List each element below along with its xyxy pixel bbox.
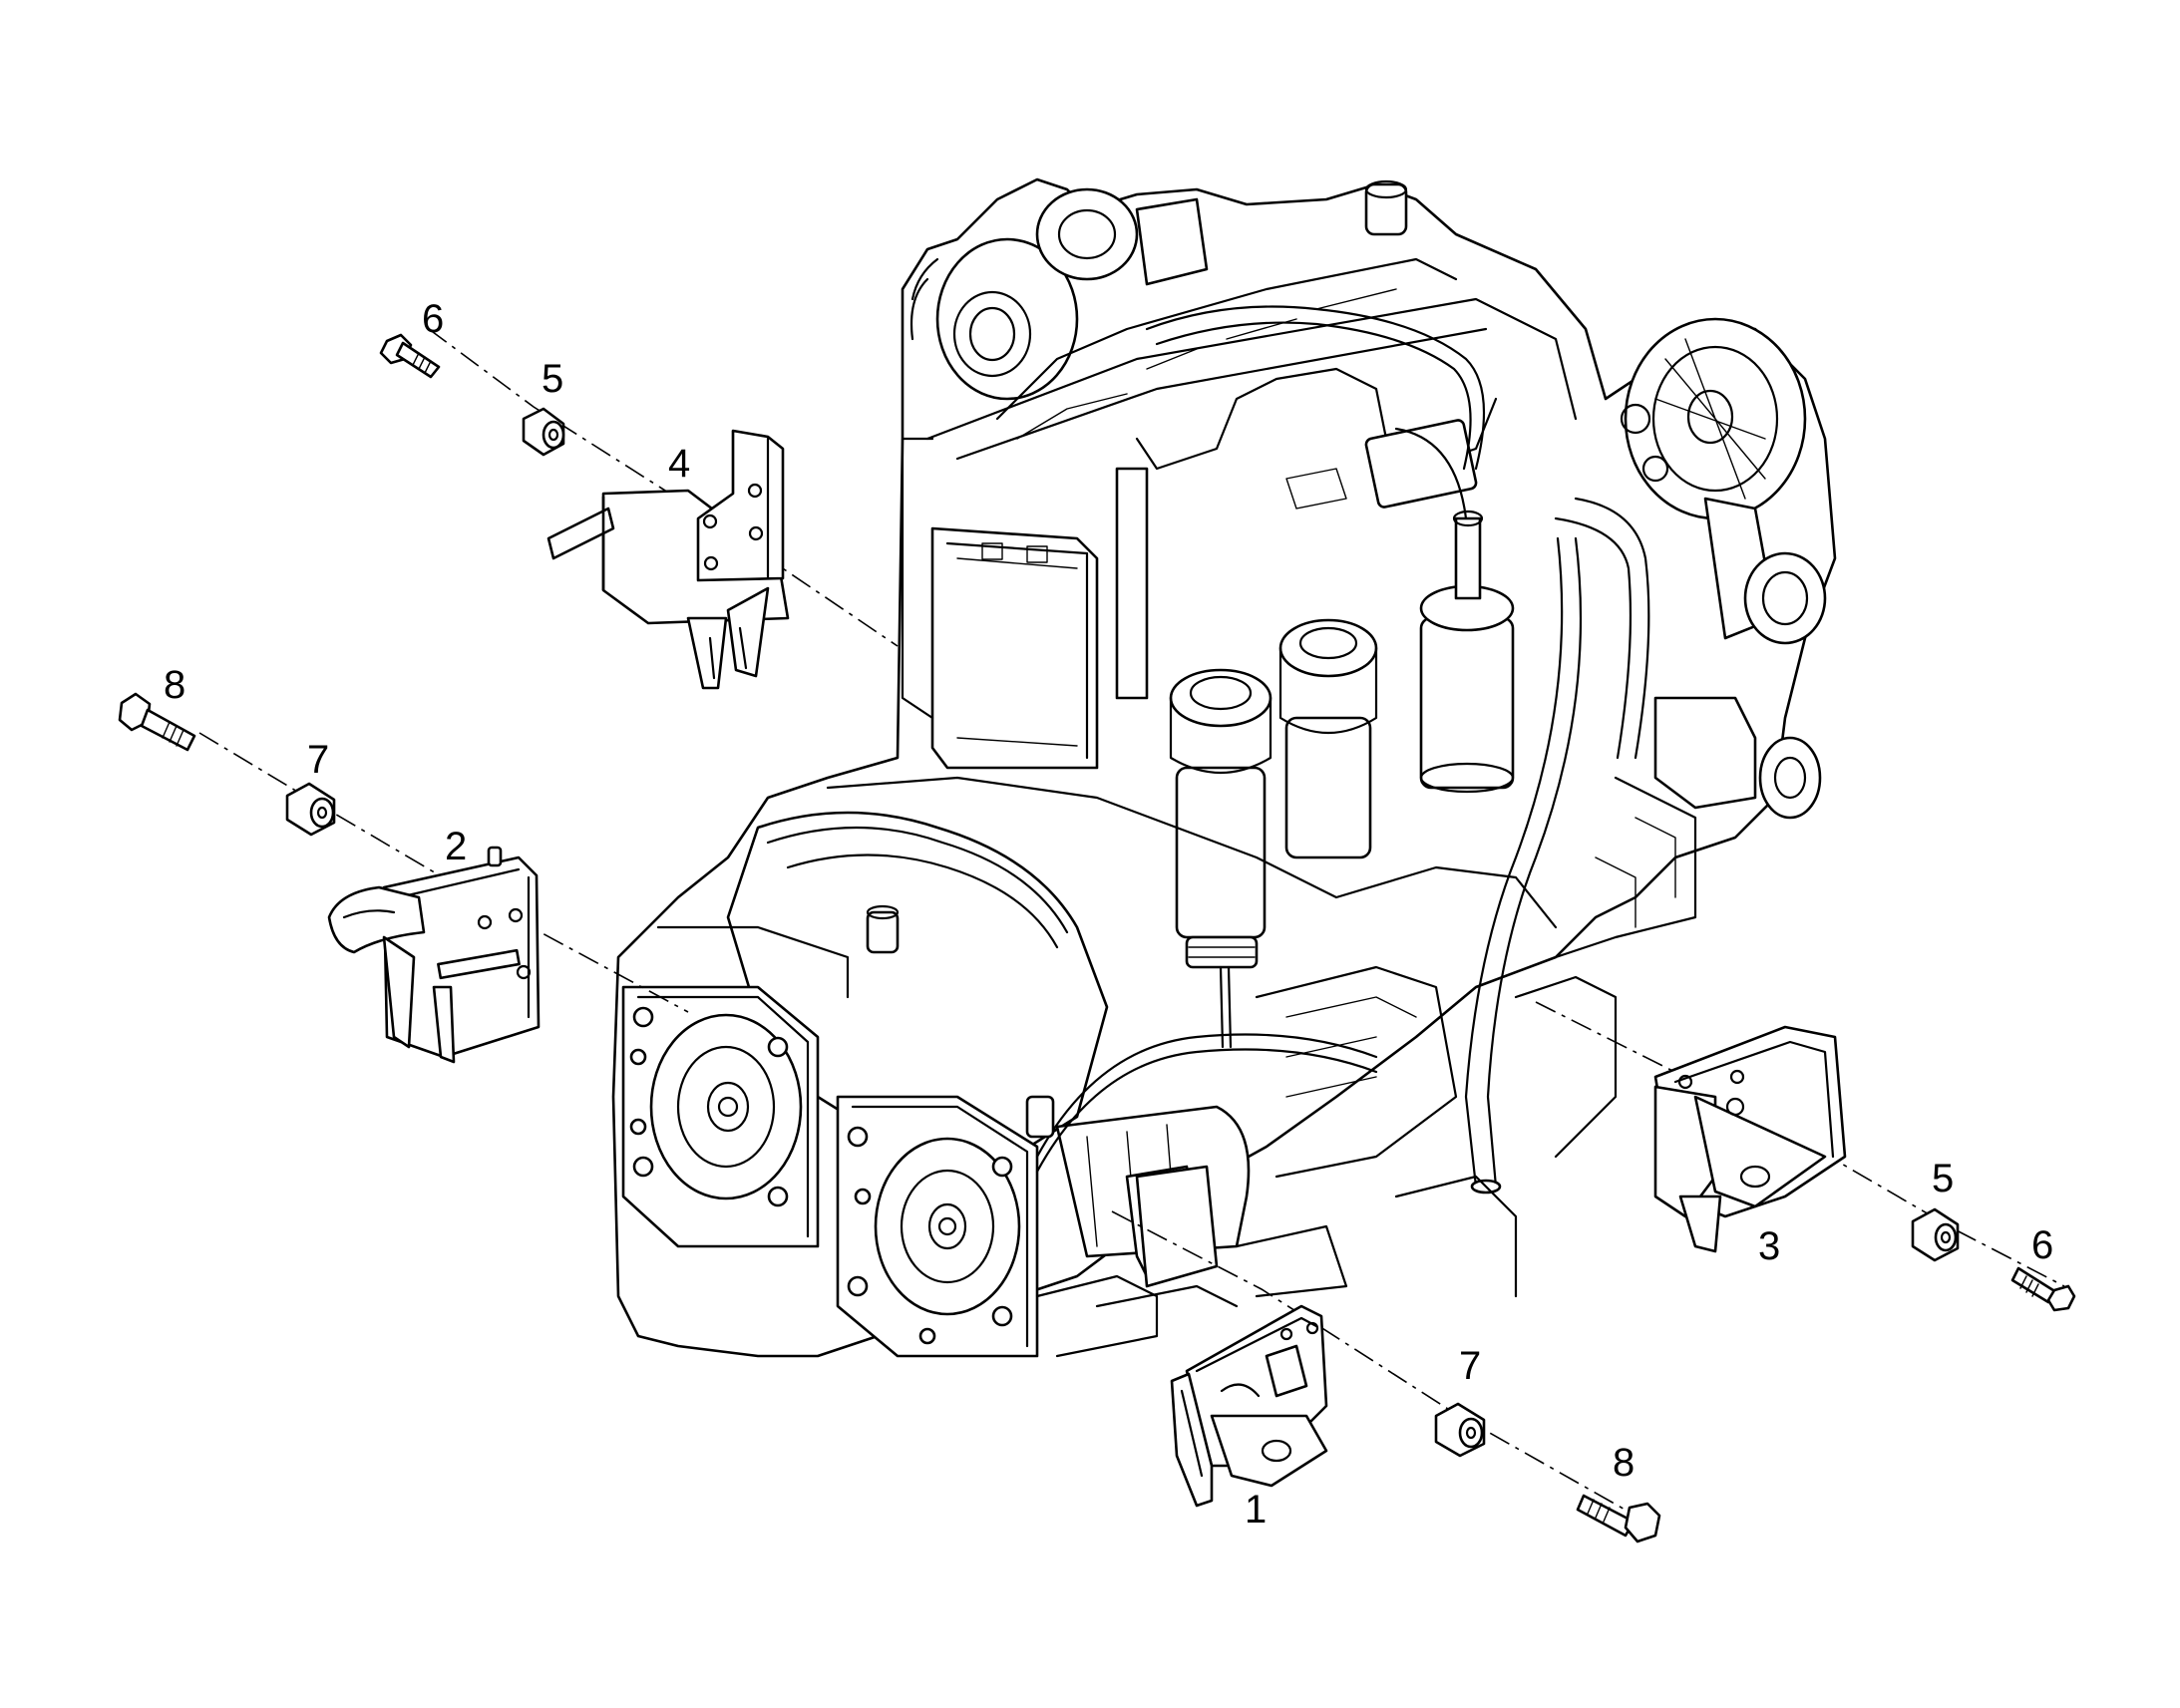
spacer-upper-left <box>522 407 565 457</box>
callout-7-right: 7 <box>1459 1344 1481 1388</box>
bolt-lower-right <box>1576 1494 1661 1543</box>
mount-bracket-2 <box>327 846 541 1064</box>
callout-7-left: 7 <box>307 738 329 782</box>
callout-5-right: 5 <box>1932 1157 1954 1200</box>
callout-6-upper-left: 6 <box>422 297 444 341</box>
bolt-upper-left <box>379 333 441 379</box>
callout-8-left: 8 <box>164 663 185 707</box>
bolt-lower-left <box>118 692 196 752</box>
callout-4: 4 <box>668 442 690 486</box>
mount-bracket-3 <box>1653 1025 1847 1253</box>
fuel-filters <box>1169 510 1515 1049</box>
spacer-lower-right <box>1434 1402 1486 1458</box>
callout-2: 2 <box>445 825 467 868</box>
spacer-lower-left <box>285 782 336 837</box>
mount-bracket-1 <box>1170 1304 1328 1508</box>
alternator <box>1620 317 1827 645</box>
mount-bracket-4 <box>546 429 790 690</box>
callout-3: 3 <box>1758 1224 1780 1268</box>
turbocharger <box>909 179 1408 401</box>
explosion-lines <box>198 328 2065 1517</box>
callout-5-upper-left: 5 <box>542 357 563 401</box>
callout-1: 1 <box>1245 1488 1267 1532</box>
callout-labels: 6 5 4 8 7 2 5 3 6 7 8 1 <box>164 297 2053 1532</box>
callout-8-right: 8 <box>1613 1441 1635 1485</box>
bolt-upper-right <box>2010 1266 2076 1312</box>
ecu-module <box>901 437 1149 770</box>
engine-assembly <box>611 177 1837 1358</box>
pump-flanges <box>621 985 1039 1358</box>
callout-6-right: 6 <box>2031 1223 2053 1267</box>
spacer-upper-right <box>1911 1207 1960 1262</box>
